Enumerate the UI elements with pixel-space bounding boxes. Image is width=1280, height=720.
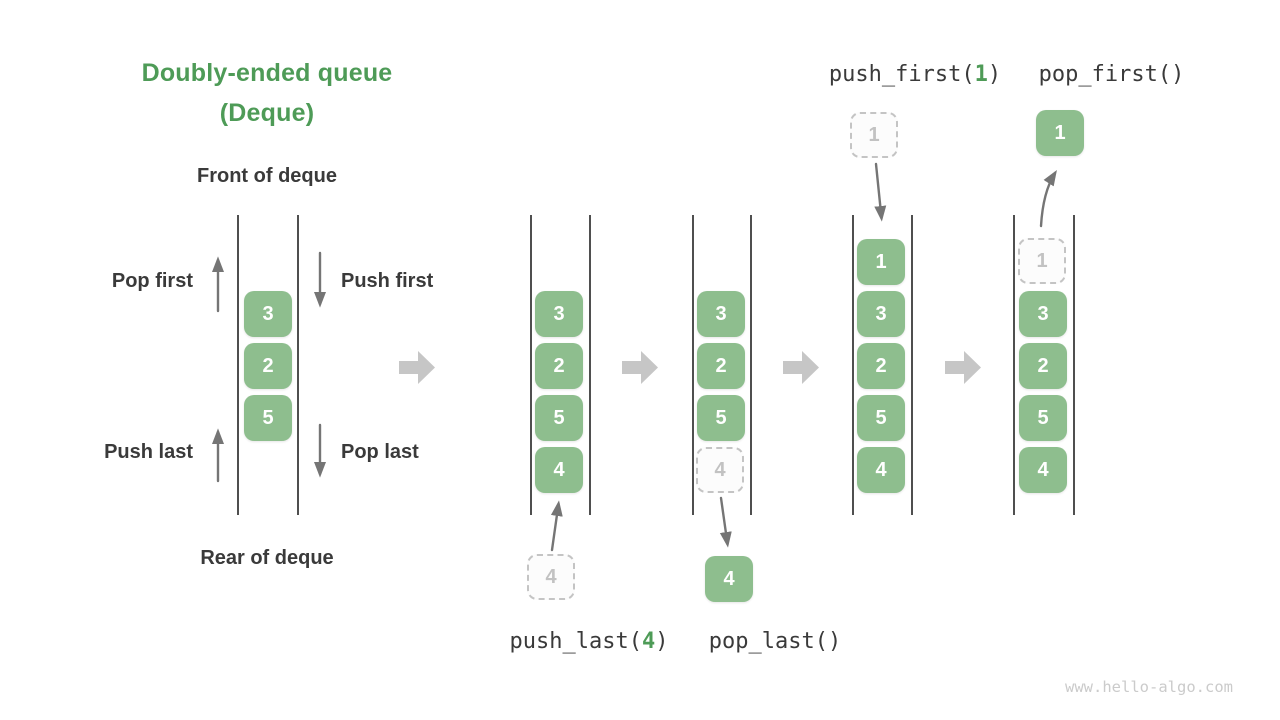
- queue4-wall-right: [911, 215, 913, 515]
- diagram-title-line2: (Deque): [219, 99, 315, 127]
- deque-cell: 2: [1019, 343, 1067, 389]
- push-first-insert-arrow-icon: [874, 162, 887, 222]
- transition-arrow-icon: [783, 351, 819, 384]
- diagram-title-line1: Doubly-ended queue: [141, 59, 393, 87]
- deque-cell: 4: [857, 447, 905, 493]
- push-last-code-label: push_last(4): [499, 629, 679, 654]
- deque-cell: 3: [1019, 291, 1067, 337]
- transition-arrow-icon: [622, 351, 658, 384]
- pop-last-arrow-icon: [314, 423, 326, 478]
- push-first-code-prefix: push_first(: [828, 62, 975, 87]
- front-of-deque-label: Front of deque: [197, 165, 337, 187]
- pop-first-arrow-icon: [212, 256, 224, 313]
- transition-arrow-icon: [945, 351, 981, 384]
- pop-first-label: Pop first: [111, 270, 193, 292]
- deque-cell: 3: [697, 291, 745, 337]
- queue2-wall-left: [530, 215, 532, 515]
- pop-last-remove-arrow-icon: [719, 496, 732, 548]
- deque-cell-popped: 4: [705, 556, 753, 602]
- push-last-insert-arrow-icon: [550, 500, 563, 552]
- deque-cell-ghost-incoming: 4: [527, 554, 575, 600]
- deque-cell: 3: [244, 291, 292, 337]
- deque-cell: 3: [535, 291, 583, 337]
- deque-cell: 5: [535, 395, 583, 441]
- transition-arrow-icon: [399, 351, 435, 384]
- deque-cell: 5: [1019, 395, 1067, 441]
- watermark: www.hello-algo.com: [1065, 678, 1233, 696]
- queue1-wall-left: [237, 215, 239, 515]
- deque-cell: 2: [535, 343, 583, 389]
- pop-last-label: Pop last: [341, 441, 419, 463]
- queue3-wall-left: [692, 215, 694, 515]
- push-last-code-suffix: ): [655, 629, 669, 654]
- deque-cell: 2: [244, 343, 292, 389]
- queue5-wall-right: [1073, 215, 1075, 515]
- deque-cell: 1: [857, 239, 905, 285]
- pop-last-code-label: pop_last(): [708, 629, 842, 654]
- deque-cell: 3: [857, 291, 905, 337]
- push-first-code-arg: 1: [974, 62, 988, 87]
- push-last-code-arg: 4: [641, 629, 656, 654]
- push-last-label: Push last: [104, 441, 193, 463]
- queue1-wall-right: [297, 215, 299, 515]
- queue3-wall-right: [750, 215, 752, 515]
- pop-first-remove-arrow-icon: [1039, 169, 1057, 228]
- deque-cell-ghost-removed: 1: [1018, 238, 1066, 284]
- deque-cell: 5: [857, 395, 905, 441]
- push-first-code-label: push_first(1): [825, 62, 1005, 87]
- deque-cell: 4: [1019, 447, 1067, 493]
- push-last-arrow-icon: [212, 428, 224, 483]
- push-first-arrow-icon: [314, 251, 326, 308]
- rear-of-deque-label: Rear of deque: [200, 547, 334, 569]
- push-first-code-suffix: ): [987, 62, 1002, 87]
- deque-cell: 5: [697, 395, 745, 441]
- push-first-label: Push first: [341, 270, 434, 292]
- deque-cell-ghost-removed: 4: [696, 447, 744, 493]
- push-last-code-prefix: push_last(: [509, 629, 642, 654]
- deque-cell: 5: [244, 395, 292, 441]
- deque-cell-popped: 1: [1036, 110, 1084, 156]
- deque-cell: 2: [697, 343, 745, 389]
- queue4-wall-left: [852, 215, 854, 515]
- deque-cell-ghost-incoming: 1: [850, 112, 898, 158]
- deque-cell: 4: [535, 447, 583, 493]
- queue5-wall-left: [1013, 215, 1015, 515]
- pop-first-code-label: pop_first(): [1038, 62, 1185, 87]
- queue2-wall-right: [589, 215, 591, 515]
- deque-cell: 2: [857, 343, 905, 389]
